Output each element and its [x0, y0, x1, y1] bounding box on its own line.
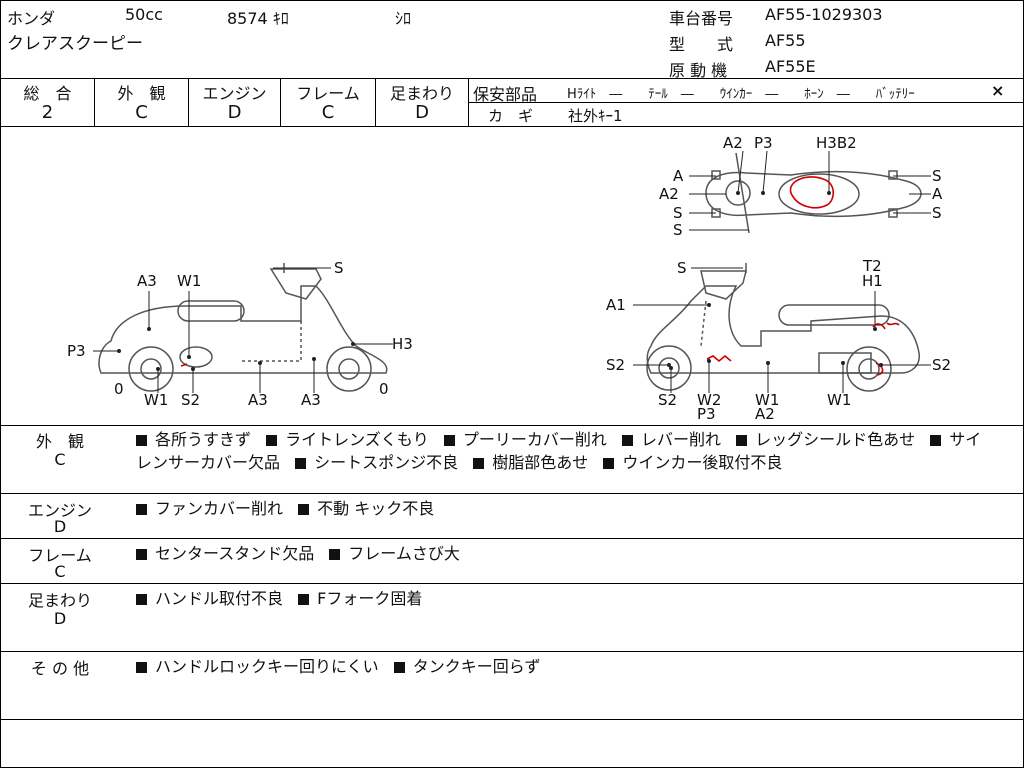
label-p3-top: P3	[754, 134, 773, 152]
label-t2-right: T2	[862, 257, 882, 275]
rating-label-frame: フレーム	[296, 84, 360, 103]
label-0-left-1: 0	[114, 380, 124, 398]
label-a2-top: A2	[723, 134, 743, 152]
bullet-icon	[266, 435, 278, 446]
safety-title: 保安部品	[473, 85, 538, 104]
label-0-left-2: 0	[379, 380, 389, 398]
key-label: カ ギ	[488, 107, 534, 125]
bullet-icon	[136, 435, 147, 446]
scooter-damage-diagram: A2 P3 H3B2 A A2 S S S A S A3 W1 S P3 H3 …	[67, 134, 951, 423]
rating-value-exterior: C	[135, 102, 148, 123]
label-s-top-right-2: S	[932, 204, 942, 222]
label-h1-right: H1	[862, 272, 883, 290]
model-name: クレアスクーピー	[7, 34, 143, 54]
remark-items-frame: センタースタンド欠品 フレームさび大	[136, 542, 996, 565]
maker: ホンダ	[7, 9, 56, 28]
remark-items-suspension: ハンドル取付不良 Fフォーク固着	[136, 587, 996, 610]
label-s2-right-left: S2	[606, 356, 625, 374]
remark-grade-suspension: D	[53, 609, 67, 628]
damage-marks	[180, 176, 900, 376]
label-w1-right-1: W1	[755, 391, 779, 409]
type-label: 型 式	[669, 35, 734, 54]
label-s2-right-right: S2	[932, 356, 951, 374]
label-s-top-right-1: S	[932, 167, 942, 185]
bullet-icon	[136, 549, 147, 560]
label-a-top-left: A	[673, 167, 684, 185]
label-w2-right: W2	[697, 391, 721, 409]
displacement: 50cc	[125, 5, 163, 24]
label-s-top-left-2: S	[673, 221, 683, 239]
bullet-icon	[136, 662, 147, 673]
label-w1-left: W1	[177, 272, 201, 290]
remark-category-frame: フレーム	[28, 546, 92, 565]
bullet-icon	[443, 435, 455, 446]
label-h3-left: H3	[392, 335, 413, 353]
rating-value-suspension: D	[415, 102, 429, 123]
label-a2-right: A2	[755, 405, 775, 423]
bullet-icon	[736, 435, 748, 446]
rating-value-overall: 2	[41, 102, 54, 123]
bullet-icon	[295, 458, 307, 469]
label-s2-right-bottom: S2	[658, 391, 677, 409]
battery-missing-mark: ×	[991, 81, 1005, 100]
remark-category-suspension: 足まわり	[27, 591, 92, 610]
right-side-scooter	[646, 263, 920, 392]
bullet-icon	[930, 435, 942, 446]
bullet-icon	[622, 435, 633, 446]
bullet-icon	[329, 549, 341, 560]
key-value: 社外ｷｰ1	[568, 107, 623, 125]
remark-grade-engine: D	[53, 517, 67, 536]
rating-label-engine: エンジン	[202, 84, 267, 103]
label-a3-left-bottom-2: A3	[301, 391, 321, 409]
label-a3-left-bottom-1: A3	[248, 391, 268, 409]
label-a3-left: A3	[137, 272, 157, 290]
color: ｼﾛ	[395, 9, 412, 28]
label-s-left: S	[334, 259, 344, 277]
rating-value-engine: D	[227, 102, 242, 123]
label-w1-left-bottom: W1	[144, 391, 168, 409]
engine-value: AF55E	[765, 57, 816, 76]
left-side-scooter	[98, 263, 388, 392]
rating-value-frame: C	[321, 102, 335, 123]
rating-label-overall: 総 合	[23, 84, 72, 103]
bullet-icon	[298, 594, 310, 605]
rating-label-suspension: 足まわり	[389, 84, 454, 103]
remark-items-other: ハンドルロックキー回りにくい タンクキー回らず	[136, 655, 996, 678]
bullet-icon	[603, 458, 615, 469]
type-value: AF55	[765, 31, 806, 50]
label-s-top-left-1: S	[673, 204, 683, 222]
mileage: 8574 ｷﾛ	[227, 9, 289, 28]
chassis-label: 車台番号	[669, 9, 734, 28]
remark-grade-frame: C	[54, 562, 66, 581]
remark-category-other: そ の 他	[30, 659, 90, 678]
remark-grade-exterior: C	[54, 450, 66, 469]
bullet-icon	[136, 594, 147, 605]
engine-label: 原 動 機	[669, 61, 728, 80]
rating-label-exterior: 外 観	[117, 84, 166, 103]
bullet-icon	[393, 662, 405, 673]
label-s2-left-bottom: S2	[181, 391, 200, 409]
label-a-top-right: A	[932, 185, 943, 203]
label-a2-top-left: A2	[659, 185, 679, 203]
safety-items: Hﾗｲﾄ ― ﾃｰﾙ ― ｳｲﾝｶｰ ― ﾎｰﾝ ― ﾊﾞｯﾃﾘｰ	[567, 87, 915, 102]
label-s-right: S	[677, 259, 687, 277]
bullet-icon	[136, 504, 147, 515]
bullet-icon	[298, 504, 310, 515]
label-p3-right: P3	[697, 405, 716, 423]
label-a1-right: A1	[606, 296, 626, 314]
chassis-value: AF55-1029303	[765, 5, 883, 24]
remark-items-engine: ファンカバー削れ 不動 キック不良	[136, 497, 996, 520]
label-h3b2-top: H3B2	[816, 134, 857, 152]
remark-items-exterior: 各所うすきず ライトレンズくもり プーリーカバー削れ レバー削れ レッグシールド…	[136, 430, 982, 472]
label-p3-left: P3	[67, 342, 86, 360]
label-w1-right-2: W1	[827, 391, 851, 409]
bullet-icon	[473, 458, 485, 469]
remark-category-exterior: 外 観	[35, 432, 84, 451]
remark-category-engine: エンジン	[27, 501, 92, 520]
